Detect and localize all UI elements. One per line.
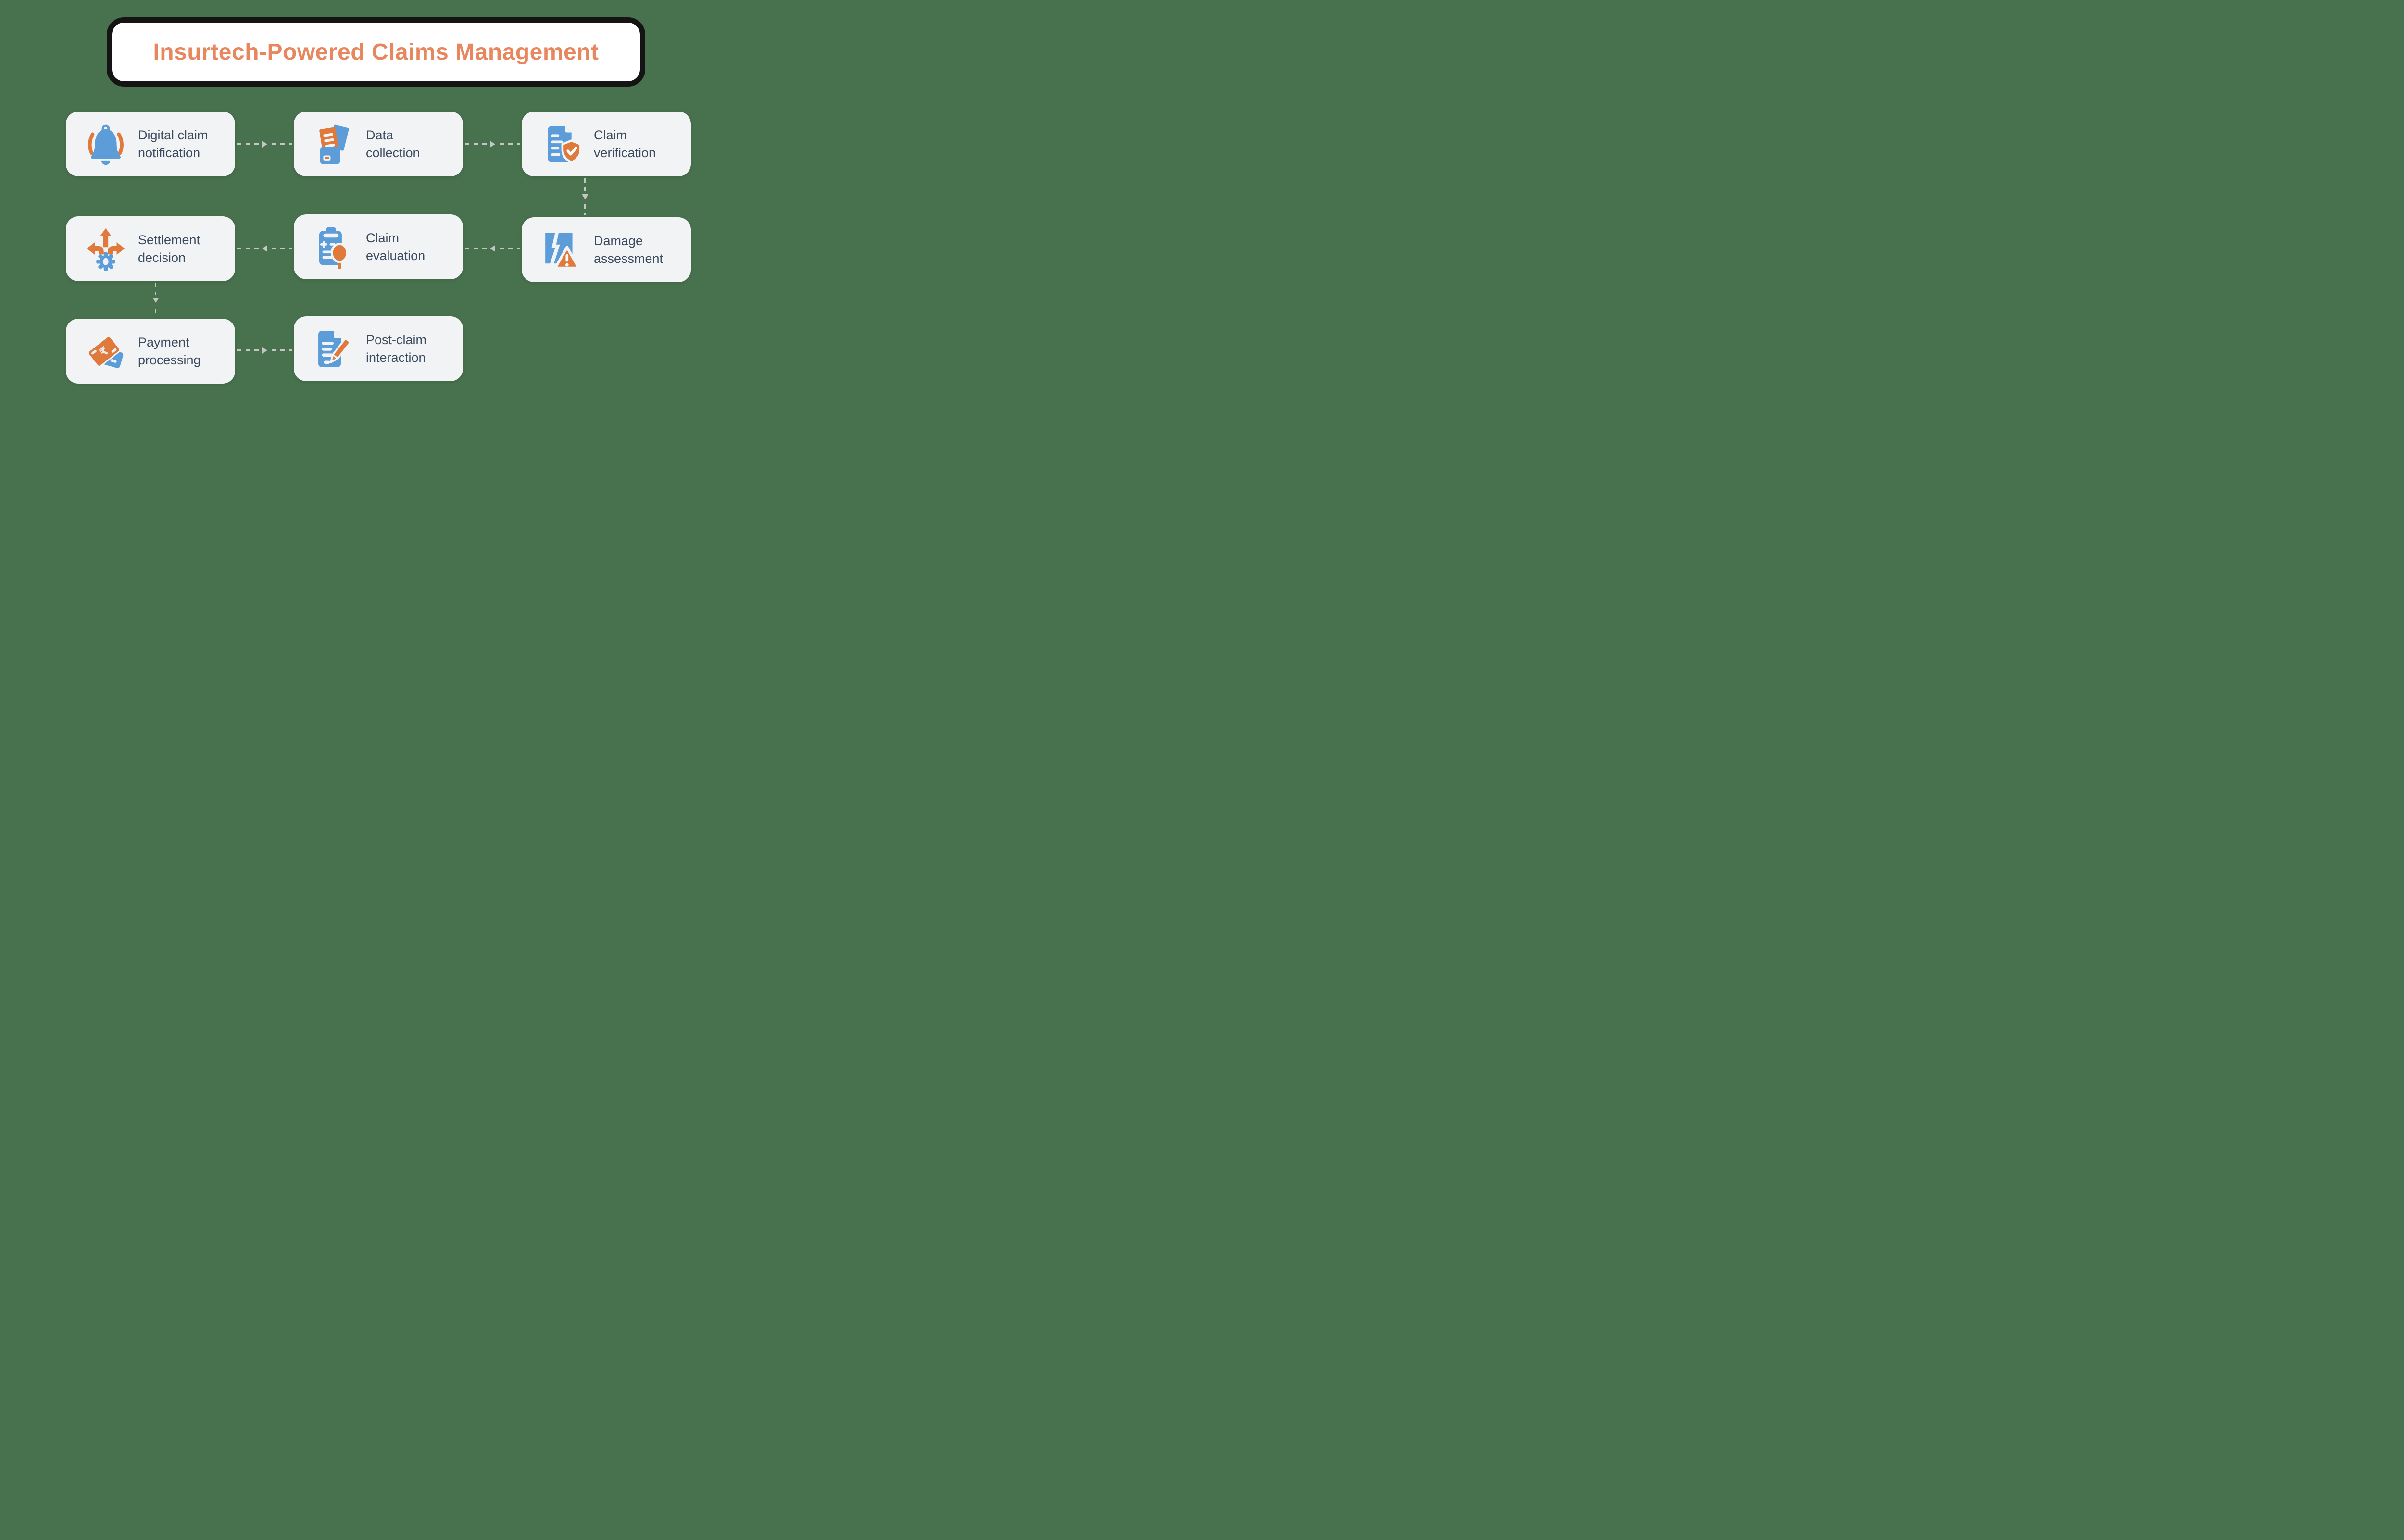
arrowhead-right-icon <box>260 139 269 149</box>
node-damage-assessment: Damage assessment <box>522 217 691 282</box>
node-claim-verification: Claim verification <box>522 112 691 176</box>
connector-damage-to-evaluation <box>465 243 520 253</box>
node-label: Data collection <box>366 127 420 160</box>
payment-cards-icon: ₹ <box>83 329 128 374</box>
connector-verification-to-damage <box>580 178 590 215</box>
claims-management-flowchart: Insurtech-Powered Claims Management Digi… <box>0 0 754 419</box>
arrowhead-down-icon <box>580 192 590 202</box>
connector-settlement-to-payment <box>150 283 161 317</box>
node-label: Claim verification <box>594 127 656 160</box>
node-label: Digital claim notification <box>138 127 208 160</box>
document-shield-check-icon <box>539 122 584 167</box>
folder-documents-icon <box>311 122 356 167</box>
arrowhead-right-icon <box>488 139 497 149</box>
broken-square-warning-icon <box>539 227 584 273</box>
clipboard-magnifier-icon <box>311 224 356 270</box>
node-payment-processing: ₹ Payment processing <box>66 319 235 384</box>
node-label: Claim evaluation <box>366 230 426 263</box>
node-data-collection: Data collection <box>294 112 463 176</box>
title-banner: Insurtech-Powered Claims Management <box>107 17 645 87</box>
connector-collection-to-verification <box>465 139 520 149</box>
node-label: Payment processing <box>138 335 201 367</box>
page-title: Insurtech-Powered Claims Management <box>153 39 599 65</box>
document-pencil-icon <box>311 326 356 372</box>
arrowhead-right-icon <box>260 345 269 355</box>
arrowhead-left-icon <box>488 243 497 253</box>
bell-icon <box>83 122 128 167</box>
arrows-gear-icon <box>83 226 128 272</box>
connector-evaluation-to-settlement <box>237 243 292 253</box>
node-label: Post-claim interaction <box>366 332 427 365</box>
node-post-claim-interaction: Post-claim interaction <box>294 316 463 381</box>
node-label: Settlement decision <box>138 232 200 265</box>
node-label: Damage assessment <box>594 233 664 266</box>
connector-notification-to-collection <box>237 139 292 149</box>
connector-payment-to-postclaim <box>237 345 292 355</box>
node-claim-evaluation: Claim evaluation <box>294 214 463 279</box>
arrowhead-left-icon <box>260 243 269 253</box>
arrowhead-down-icon <box>150 295 161 305</box>
node-digital-claim-notification: Digital claim notification <box>66 112 235 176</box>
node-settlement-decision: Settlement decision <box>66 216 235 281</box>
